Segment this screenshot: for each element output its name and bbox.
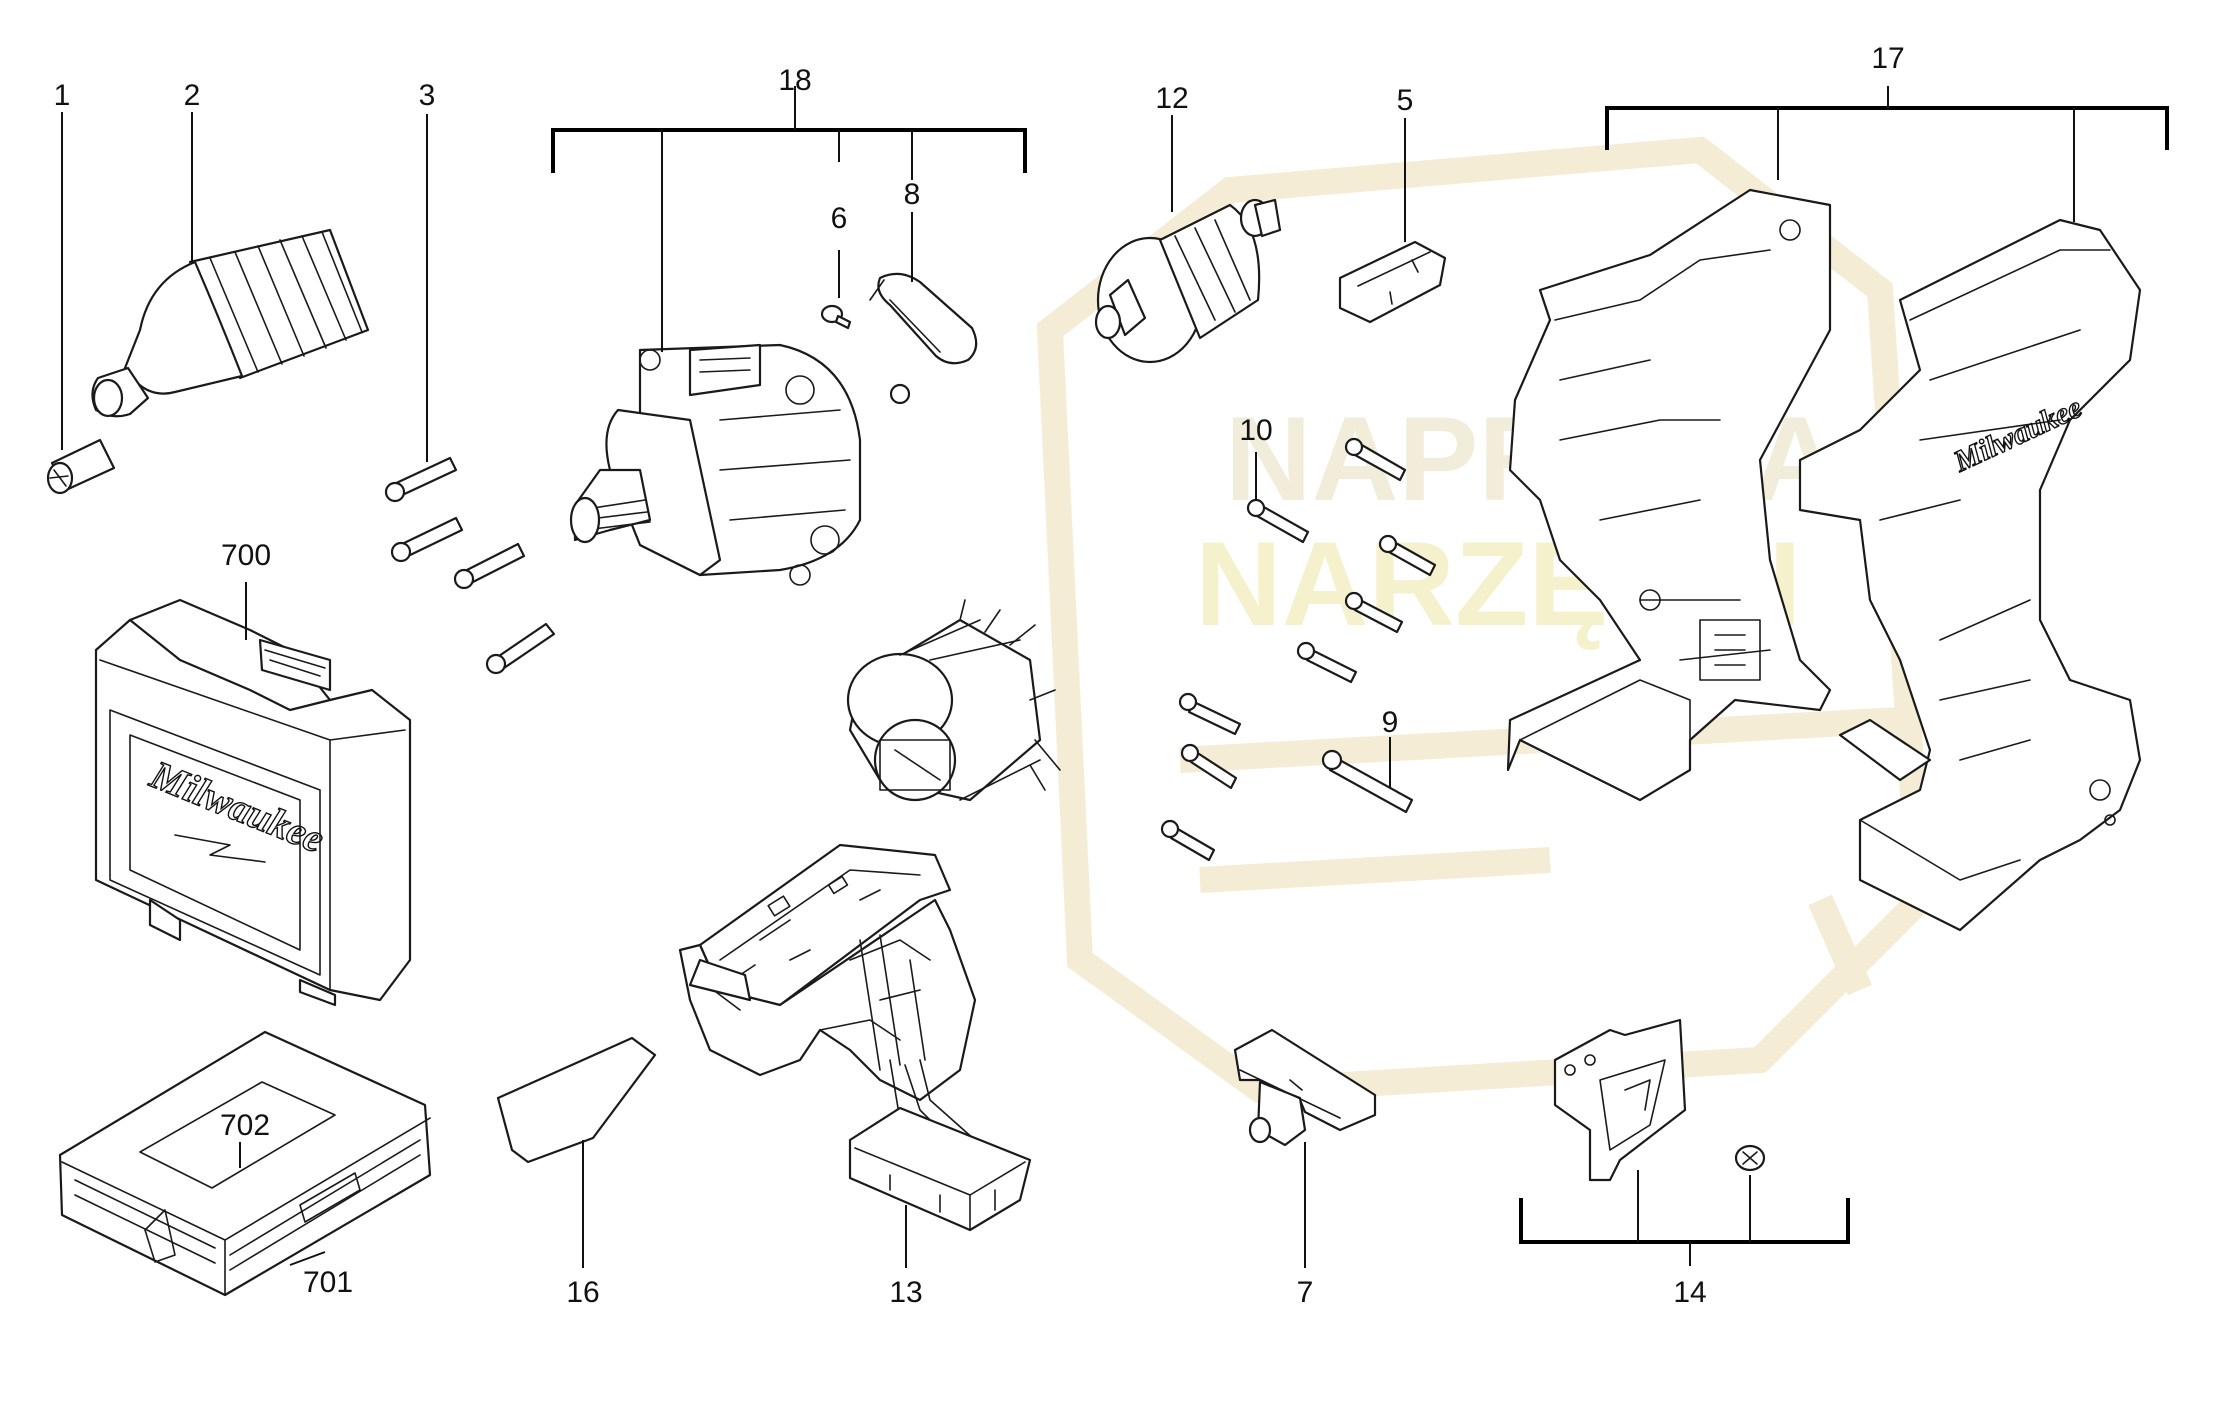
callout-9: 9 — [1382, 706, 1399, 739]
callout-16: 16 — [566, 1276, 599, 1309]
callout-5: 5 — [1397, 84, 1414, 117]
callout-18: 18 — [778, 64, 811, 97]
callout-17: 17 — [1871, 42, 1904, 75]
callout-3: 3 — [419, 79, 436, 112]
callout-2: 2 — [184, 79, 201, 112]
part-9-screw — [1321, 749, 1414, 814]
callout-10: 10 — [1239, 414, 1272, 447]
callout-700: 700 — [221, 539, 271, 572]
part-1-screw — [46, 438, 116, 495]
part-14-belt-clip — [1553, 1018, 1766, 1182]
part-17-left-housing — [1506, 188, 1832, 802]
part-6-small-screw — [820, 304, 852, 330]
callout-labels: 1 2 3 18 6 8 12 5 17 10 9 700 702 701 16… — [54, 42, 1905, 1309]
callout-12: 12 — [1155, 82, 1188, 115]
part-18-gearbox — [569, 343, 862, 586]
bracket-18 — [551, 128, 1027, 173]
part-8-clip — [869, 272, 978, 405]
callout-14: 14 — [1673, 1276, 1706, 1309]
callout-6: 6 — [831, 202, 848, 235]
callout-7: 7 — [1297, 1276, 1314, 1309]
leader-lines — [61, 86, 2075, 1268]
part-701-insert-tray — [58, 1030, 432, 1297]
callout-8: 8 — [904, 178, 921, 211]
callout-13: 13 — [889, 1276, 922, 1309]
part-12-motor — [1094, 198, 1282, 364]
callout-1: 1 — [54, 79, 71, 112]
callout-701: 701 — [303, 1266, 353, 1299]
part-17-right-housing: Milwaukee — [1798, 218, 2142, 932]
watermark-tool-silhouette — [1179, 707, 1901, 996]
part-7-switch — [1233, 1028, 1377, 1147]
part-16-label — [496, 1036, 657, 1164]
part-5-switch — [1338, 240, 1447, 324]
part-13-electronics — [678, 599, 1061, 1232]
bracket-14 — [1519, 1198, 1850, 1244]
callout-702: 702 — [220, 1109, 270, 1142]
part-3-screws — [384, 456, 556, 675]
part-2-chuck — [91, 228, 370, 418]
part-700-carry-case: Milwaukee — [94, 598, 412, 1007]
part-10-screws — [1160, 437, 1437, 862]
